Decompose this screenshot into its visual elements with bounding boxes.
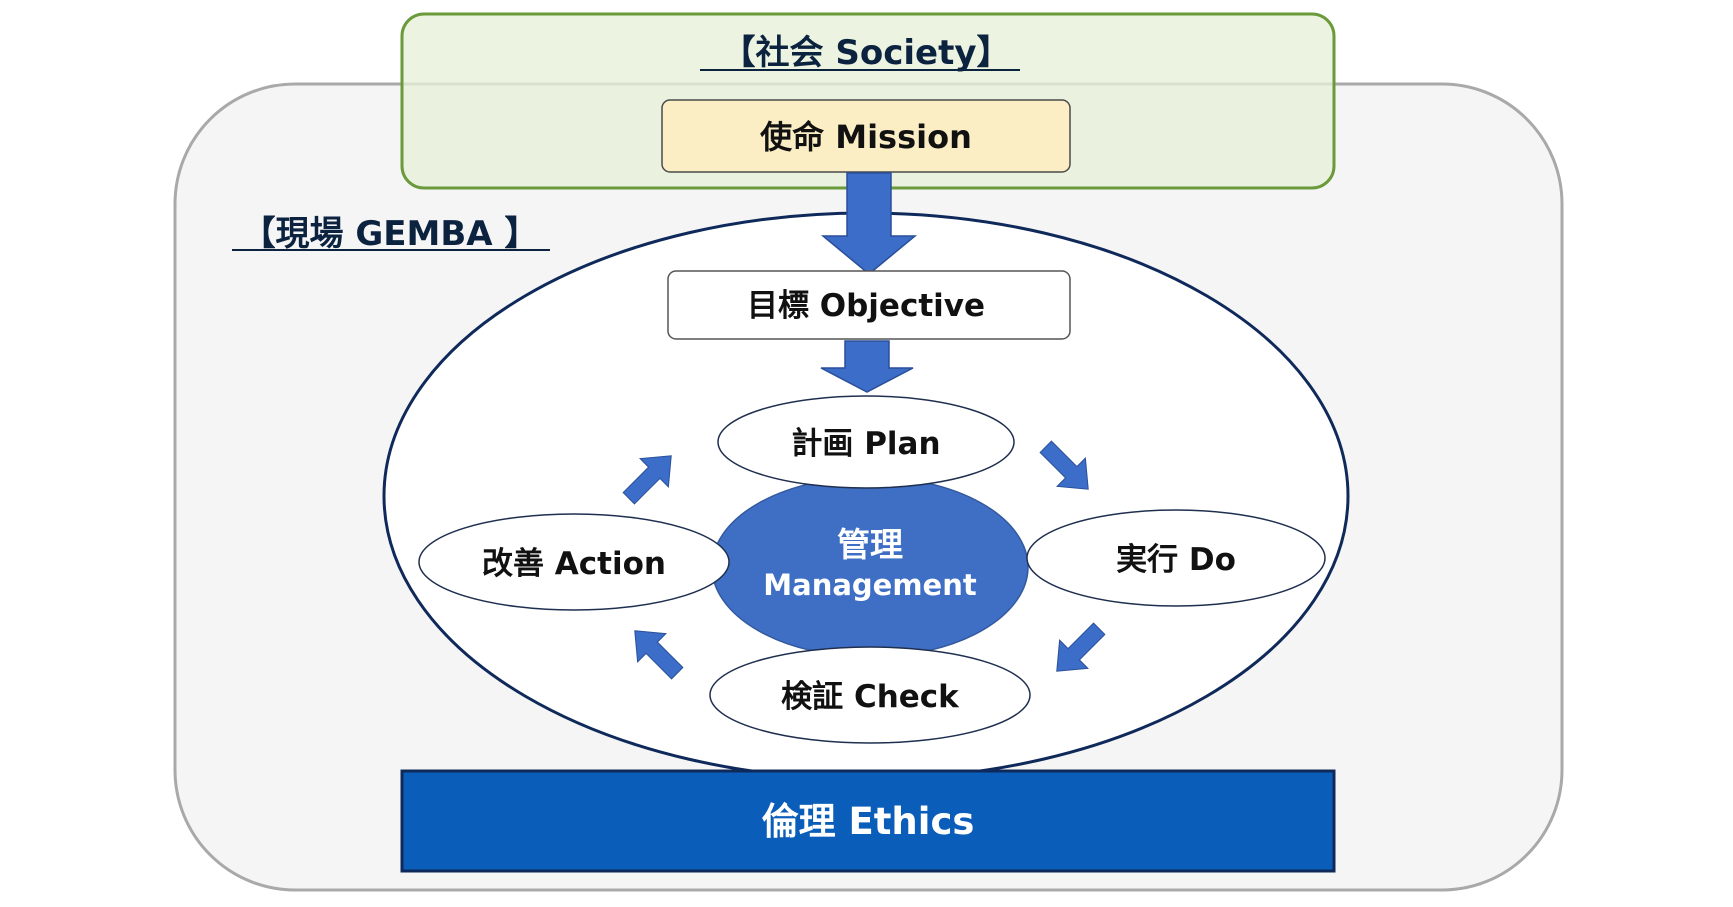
action-ellipse bbox=[418, 513, 730, 611]
objective-box bbox=[667, 270, 1071, 340]
ethics-bar bbox=[400, 769, 1336, 873]
gemba-title: 【現場 GEMBA 】 bbox=[242, 214, 539, 254]
check-ellipse bbox=[709, 646, 1031, 744]
objective-label: 目標 Objective bbox=[747, 288, 985, 324]
action-to-plan-arrow bbox=[622, 455, 672, 505]
plan-to-do-arrow bbox=[1039, 440, 1089, 490]
mission-box bbox=[661, 99, 1071, 173]
management-label-jp: 管理 bbox=[837, 525, 903, 564]
do-ellipse bbox=[1026, 509, 1326, 607]
mission-label: 使命 Mission bbox=[759, 118, 972, 156]
mission-to-objective-arrow bbox=[820, 172, 918, 275]
check-to-action-arrow bbox=[634, 630, 684, 680]
check-label: 検証 Check bbox=[781, 679, 960, 715]
management-label-en: Management bbox=[763, 568, 977, 602]
action-label: 改善 Action bbox=[482, 546, 666, 582]
management-ellipse bbox=[711, 476, 1029, 658]
do-to-check-arrow bbox=[1056, 622, 1106, 672]
plan-label: 計画 Plan bbox=[791, 426, 940, 462]
ethics-label: 倫理 Ethics bbox=[762, 800, 975, 843]
objective-to-plan-arrow bbox=[820, 340, 914, 393]
plan-ellipse bbox=[717, 395, 1015, 489]
society-title: 【社会 Society】 bbox=[722, 33, 1011, 73]
do-label: 実行 Do bbox=[1116, 542, 1236, 578]
